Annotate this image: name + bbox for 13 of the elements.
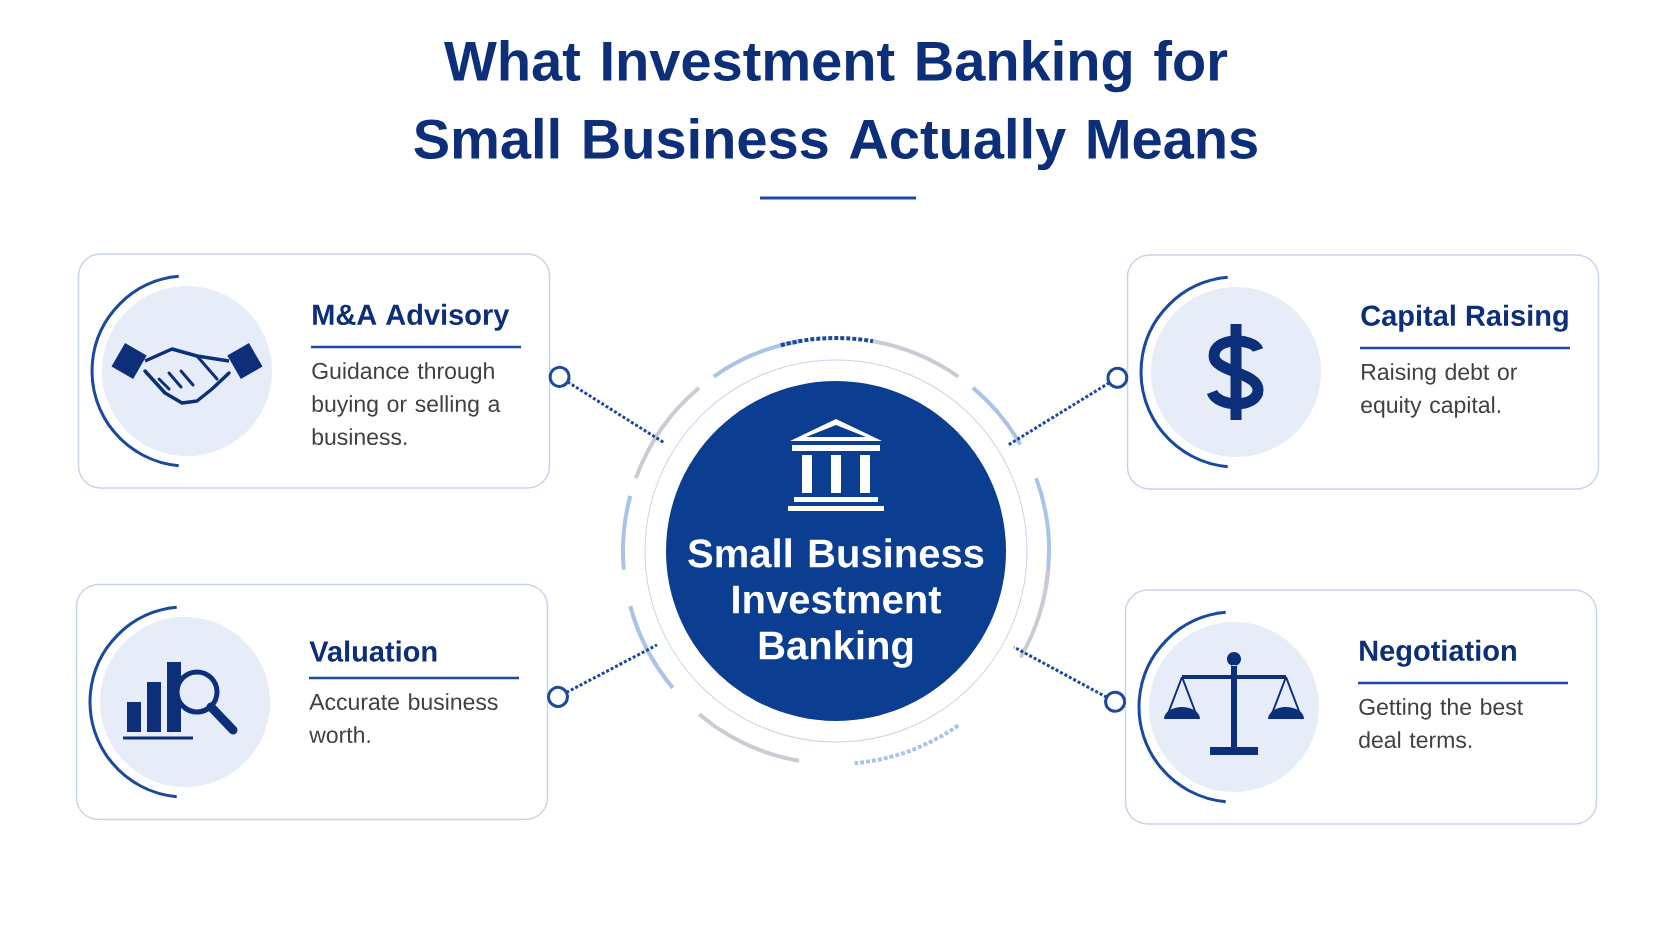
title: What Investment Banking for Small Business Actually Means (414, 39, 1257, 171)
card-description: Raising debt or equity capital. (1361, 363, 1518, 418)
card-heading: Negotiation (1360, 639, 1516, 667)
dotted-connector (1013, 645, 1127, 713)
card-heading: M&A Advisory (313, 303, 510, 331)
card-description: Guidance through buying or selling a business. (312, 362, 501, 446)
card-description: Accurate business worth. (309, 693, 498, 744)
dotted-connector (1007, 366, 1129, 447)
dotted-connector (547, 643, 658, 708)
card-heading: Capital Raising (1361, 304, 1568, 332)
card-heading: Valuation (309, 640, 437, 662)
dotted-connector (548, 365, 666, 445)
card-description: Getting the best deal terms. (1359, 698, 1523, 749)
